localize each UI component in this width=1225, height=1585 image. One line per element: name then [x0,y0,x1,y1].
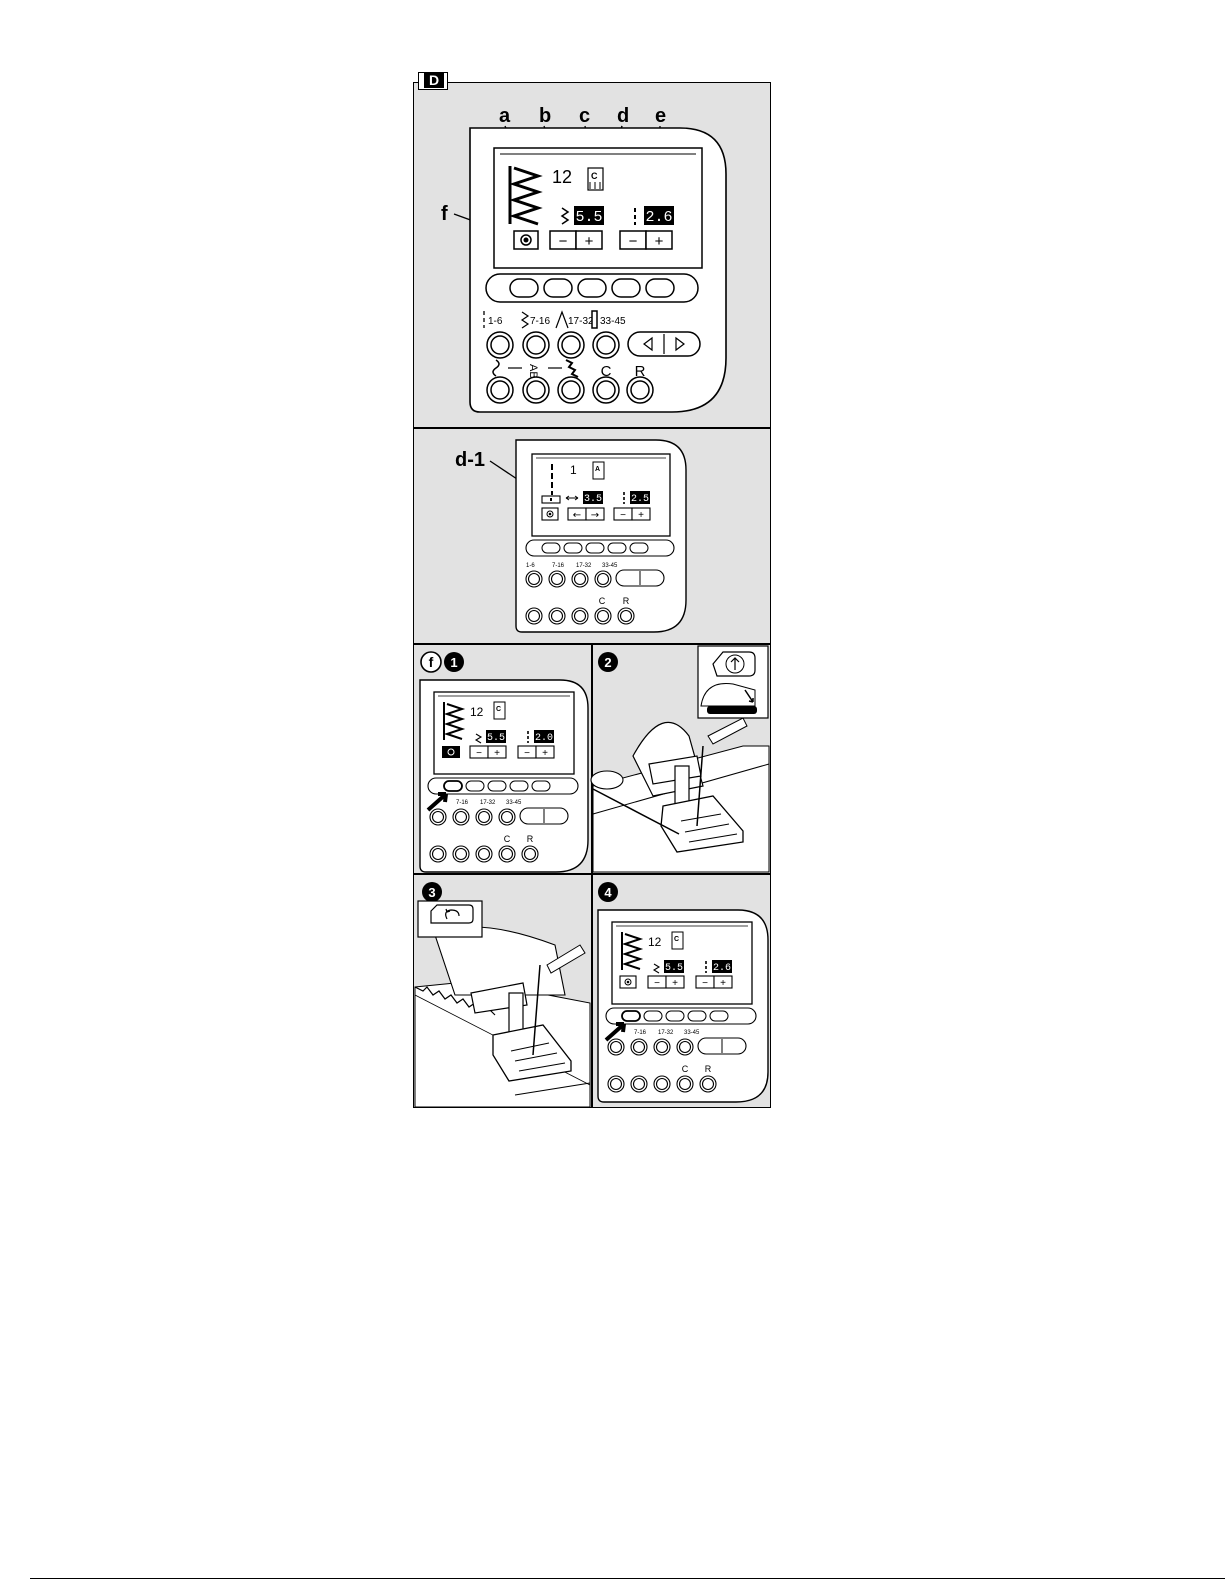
reverse-key[interactable] [431,905,473,923]
step1-pattern-number: 12 [470,705,484,719]
presser-foot-illustration-step2 [593,646,769,872]
svg-text:−: − [476,748,482,759]
straight-pattern-number: 1 [570,463,577,477]
needle-position-value: 3.5 [584,494,602,505]
function-key-5[interactable] [646,279,674,297]
svg-text:−: − [629,233,638,250]
svg-text:−: − [654,978,660,989]
group-label-2: 7-16 [530,316,550,327]
svg-text:C: C [599,596,606,606]
function-key-3[interactable] [578,279,606,297]
svg-text:17-32: 17-32 [658,1030,674,1036]
step4-pattern-number: 12 [648,935,662,949]
step1-length-value: 2.0 [535,733,553,744]
control-panel-step4: 12 C 5.5 2.6 − + − + 7-16 17-32 33-45 C … [598,910,770,1104]
step-1-number: 1 [450,655,457,670]
function-key-1[interactable] [510,279,538,297]
svg-text:R: R [527,834,534,844]
svg-text:−: − [524,748,530,759]
pattern-number: 12 [552,167,572,187]
callout-d-1: d-1 [455,450,485,470]
svg-text:17-32: 17-32 [576,563,592,569]
svg-text:−: − [702,978,708,989]
svg-text:+: + [542,748,548,759]
svg-text:−: − [559,233,568,250]
control-panel-step1: 12 C 5.5 2.0 − + − + 7-16 17-32 33-45 C … [420,680,590,874]
step-1-markers: f 1 [420,650,470,676]
svg-text:7-16: 7-16 [456,800,469,806]
svg-text:C: C [504,834,511,844]
svg-text:33-45: 33-45 [684,1030,700,1036]
svg-text:33-45: 33-45 [506,800,522,806]
group-label-4: 33-45 [600,316,626,327]
step-4-number: 4 [604,885,612,900]
presser-up-key[interactable] [713,652,755,676]
stitch-length-value: 2.6 [645,209,672,226]
svg-text:7-16: 7-16 [634,1030,647,1036]
svg-text:C: C [682,1064,689,1074]
step1-width-value: 5.5 [487,733,505,744]
control-panel-straight: 1 A 3.5 2.5 ← → − + 1-6 7-16 17-32 33-45… [516,440,690,634]
svg-text:C: C [674,936,679,943]
svg-text:+: + [720,978,726,989]
svg-text:1-6: 1-6 [526,563,535,569]
svg-text:17-32: 17-32 [480,800,496,806]
svg-text:A: A [595,466,600,473]
group-label-3: 17-32 [568,316,594,327]
step4-length-value: 2.6 [713,963,731,974]
svg-text:+: + [585,233,594,250]
svg-text:R: R [705,1064,712,1074]
control-panel-main: 12 C 5.5 2.6 − + − + 1-6 7-16 17-32 33-4… [470,128,730,418]
straight-length-value: 2.5 [631,494,649,505]
presser-foot-illustration-step3 [415,875,590,1107]
svg-text:R: R [623,596,630,606]
svg-text:+: + [655,233,664,250]
svg-text:C: C [591,171,598,181]
svg-text:+: + [672,978,678,989]
svg-text:7-16: 7-16 [552,563,565,569]
svg-text:f: f [429,654,434,670]
svg-text:+: + [494,748,500,759]
svg-text:+: + [638,510,644,521]
svg-text:→: → [591,510,599,521]
function-key-4[interactable] [612,279,640,297]
step1-mirror-key-active[interactable] [442,746,460,758]
svg-text:←: ← [573,510,581,521]
group-label-1: 1-6 [488,316,503,327]
svg-text:C: C [496,706,501,713]
stitch-width-value: 5.5 [575,209,602,226]
step4-width-value: 5.5 [665,963,683,974]
svg-text:33-45: 33-45 [602,563,618,569]
step-4-marker: 4 [596,880,622,906]
svg-text:−: − [620,510,626,521]
function-key-2[interactable] [544,279,572,297]
